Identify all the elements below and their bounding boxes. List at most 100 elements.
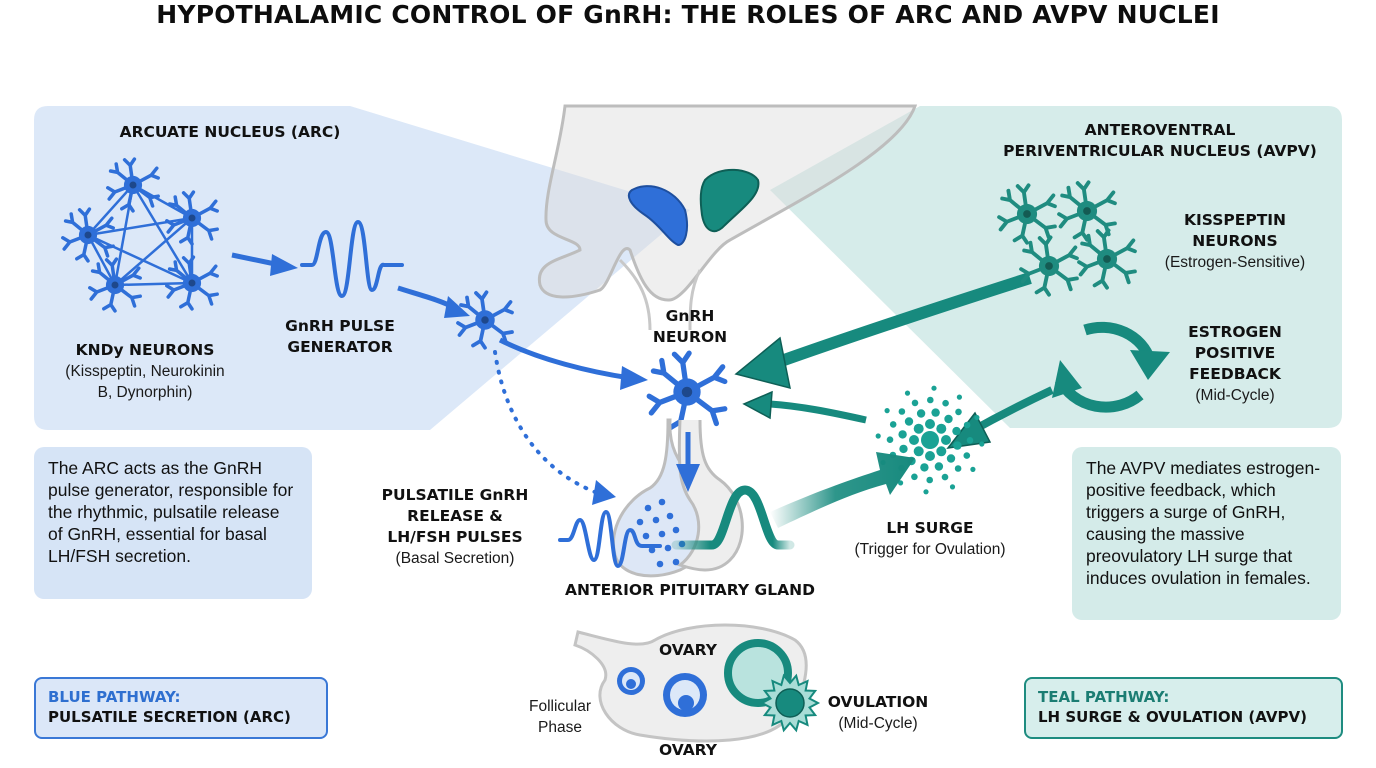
hormone-dot [658, 530, 666, 538]
hormone-dot [652, 516, 660, 524]
arc-nucleus-shape [627, 185, 688, 247]
kisspeptin-title-1: KISSPEPTIN [1183, 211, 1287, 229]
feedback-line-1: ESTROGEN [1188, 323, 1282, 341]
burst-dot [923, 489, 929, 495]
pulsatile-release-label: PULSATILE GnRH RELEASE & LH/FSH PULSES (… [360, 485, 550, 569]
burst-dot [936, 423, 947, 434]
burst-dot [954, 465, 962, 472]
lh-surge-burst-icon [875, 385, 985, 495]
lh-surge-title: LH SURGE [886, 519, 974, 537]
hormone-dot [636, 518, 644, 526]
burst-dot [941, 435, 951, 445]
hormone-dot [666, 512, 674, 520]
feedback-sub: (Mid-Cycle) [1195, 387, 1275, 404]
burst-dot [898, 480, 904, 486]
burst-dot [920, 463, 929, 472]
avpv-heading: ANTEROVENTRAL PERIVENTRICULAR NUCLEUS (A… [975, 120, 1345, 162]
burst-dot [946, 454, 956, 463]
legend-teal-key: TEAL PATHWAY: [1038, 688, 1170, 706]
burst-dot [936, 446, 947, 457]
burst-dot [949, 484, 956, 490]
pulsatile-line-1: PULSATILE GnRH [381, 486, 529, 504]
hormone-dot [648, 546, 656, 554]
burst-dot [941, 473, 949, 481]
lh-surge-sub: (Trigger for Ovulation) [854, 541, 1006, 558]
follicular-line-1: Follicular [528, 698, 591, 715]
arrow-kisspeptin-to-gnrh [767, 272, 1032, 371]
burst-dot [956, 394, 963, 400]
burst-dot [916, 409, 926, 418]
pulsatile-sub: (Basal Secretion) [395, 550, 515, 567]
kndy-sub-2: B, Dynorphin) [97, 384, 193, 401]
gnrh-label-1: GnRH [665, 307, 715, 325]
ovulation-label: OVULATION (Mid-Cycle) [818, 692, 938, 734]
burst-dot [955, 408, 962, 416]
feedback-line-2: POSITIVE [1194, 344, 1276, 362]
kndy-neuron-network [61, 157, 219, 313]
burst-dot [942, 399, 949, 407]
lh-surge-wave [671, 485, 795, 550]
arrow-arc-to-gnrh [498, 337, 631, 381]
pulse-generator-label: GnRH PULSE GENERATOR [270, 316, 410, 358]
legend-teal-pathway: TEAL PATHWAY: LH SURGE & OVULATION (AVPV… [1024, 677, 1343, 739]
burst-dot [898, 430, 907, 439]
gnrh-label-2: NEURON [652, 328, 728, 346]
arrow-pituitary-to-lh-surge [770, 452, 915, 528]
burst-dot [927, 396, 934, 404]
hormone-dot [644, 504, 652, 512]
follicle-medium-icon [663, 673, 707, 717]
kndy-title: KNDy NEURONS [75, 341, 215, 359]
burst-dot [953, 441, 962, 450]
burst-dot [926, 476, 933, 484]
avpv-info-box: The AVPV mediates estrogen-positive feed… [1072, 447, 1341, 620]
ovulation-sub: (Mid-Cycle) [838, 715, 918, 732]
kndy-label: KNDy NEURONS (Kisspeptin, Neurokinin B, … [30, 340, 260, 403]
ovary-label-top: OVARY [658, 641, 717, 659]
burst-dot [899, 444, 908, 454]
burst-dot [913, 446, 924, 457]
burst-dot [974, 414, 980, 421]
pulse-wave-icon [300, 219, 404, 299]
burst-dot [884, 408, 890, 414]
pulse-generator-line-1: GnRH PULSE [285, 317, 395, 335]
burst-dot [963, 452, 971, 459]
arc-info-box: The ARC acts as the GnRH pulse generator… [34, 447, 312, 599]
kisspeptin-label: KISSPEPTIN NEURONS (Estrogen-Sensitive) [1140, 210, 1330, 273]
hormone-dot [658, 498, 666, 506]
burst-dot [911, 399, 919, 407]
burst-dot [944, 414, 953, 424]
burst-dot [904, 390, 911, 396]
burst-dot [909, 435, 919, 445]
burst-dot [913, 423, 924, 434]
burst-dot [934, 462, 944, 471]
avpv-heading-line-2: PERIVENTRICULAR NUCLEUS (AVPV) [1003, 142, 1317, 160]
burst-dot [963, 421, 971, 429]
avpv-nucleus-shape [699, 168, 760, 233]
burst-dot [925, 451, 935, 461]
arc-panel [34, 106, 690, 430]
kisspeptin-sub: (Estrogen-Sensitive) [1164, 254, 1306, 271]
avpv-heading-line-1: ANTEROVENTRAL [1084, 121, 1236, 139]
burst-dot [925, 419, 935, 429]
legend-teal-desc: LH SURGE & OVULATION (AVPV) [1038, 708, 1307, 726]
burst-dot [966, 437, 974, 444]
hormone-dot [642, 532, 650, 540]
pulsatile-line-2: RELEASE & [407, 507, 503, 525]
follicle-small-icon [617, 667, 645, 695]
burst-dot [889, 421, 897, 428]
pituitary-gland-shape [612, 418, 744, 578]
follicular-phase-label: Follicular Phase [510, 696, 610, 738]
burst-dot [931, 408, 940, 417]
hormone-dot [656, 560, 664, 568]
pulse-generator-line-2: GENERATOR [287, 338, 393, 356]
feedback-line-3: FEEDBACK [1189, 365, 1281, 383]
hormone-dot [664, 544, 672, 552]
lh-surge-label: LH SURGE (Trigger for Ovulation) [820, 518, 1040, 560]
gnrh-neuron-label: GnRH NEURON [630, 306, 750, 348]
arc-heading: ARCUATE NUCLEUS (ARC) [119, 123, 341, 141]
burst-dot [970, 466, 976, 472]
ovum-icon [775, 688, 805, 718]
ovary-label-bottom: OVARY [658, 741, 717, 759]
legend-blue-pathway: BLUE PATHWAY: PULSATILE SECRETION (ARC) [34, 677, 328, 739]
